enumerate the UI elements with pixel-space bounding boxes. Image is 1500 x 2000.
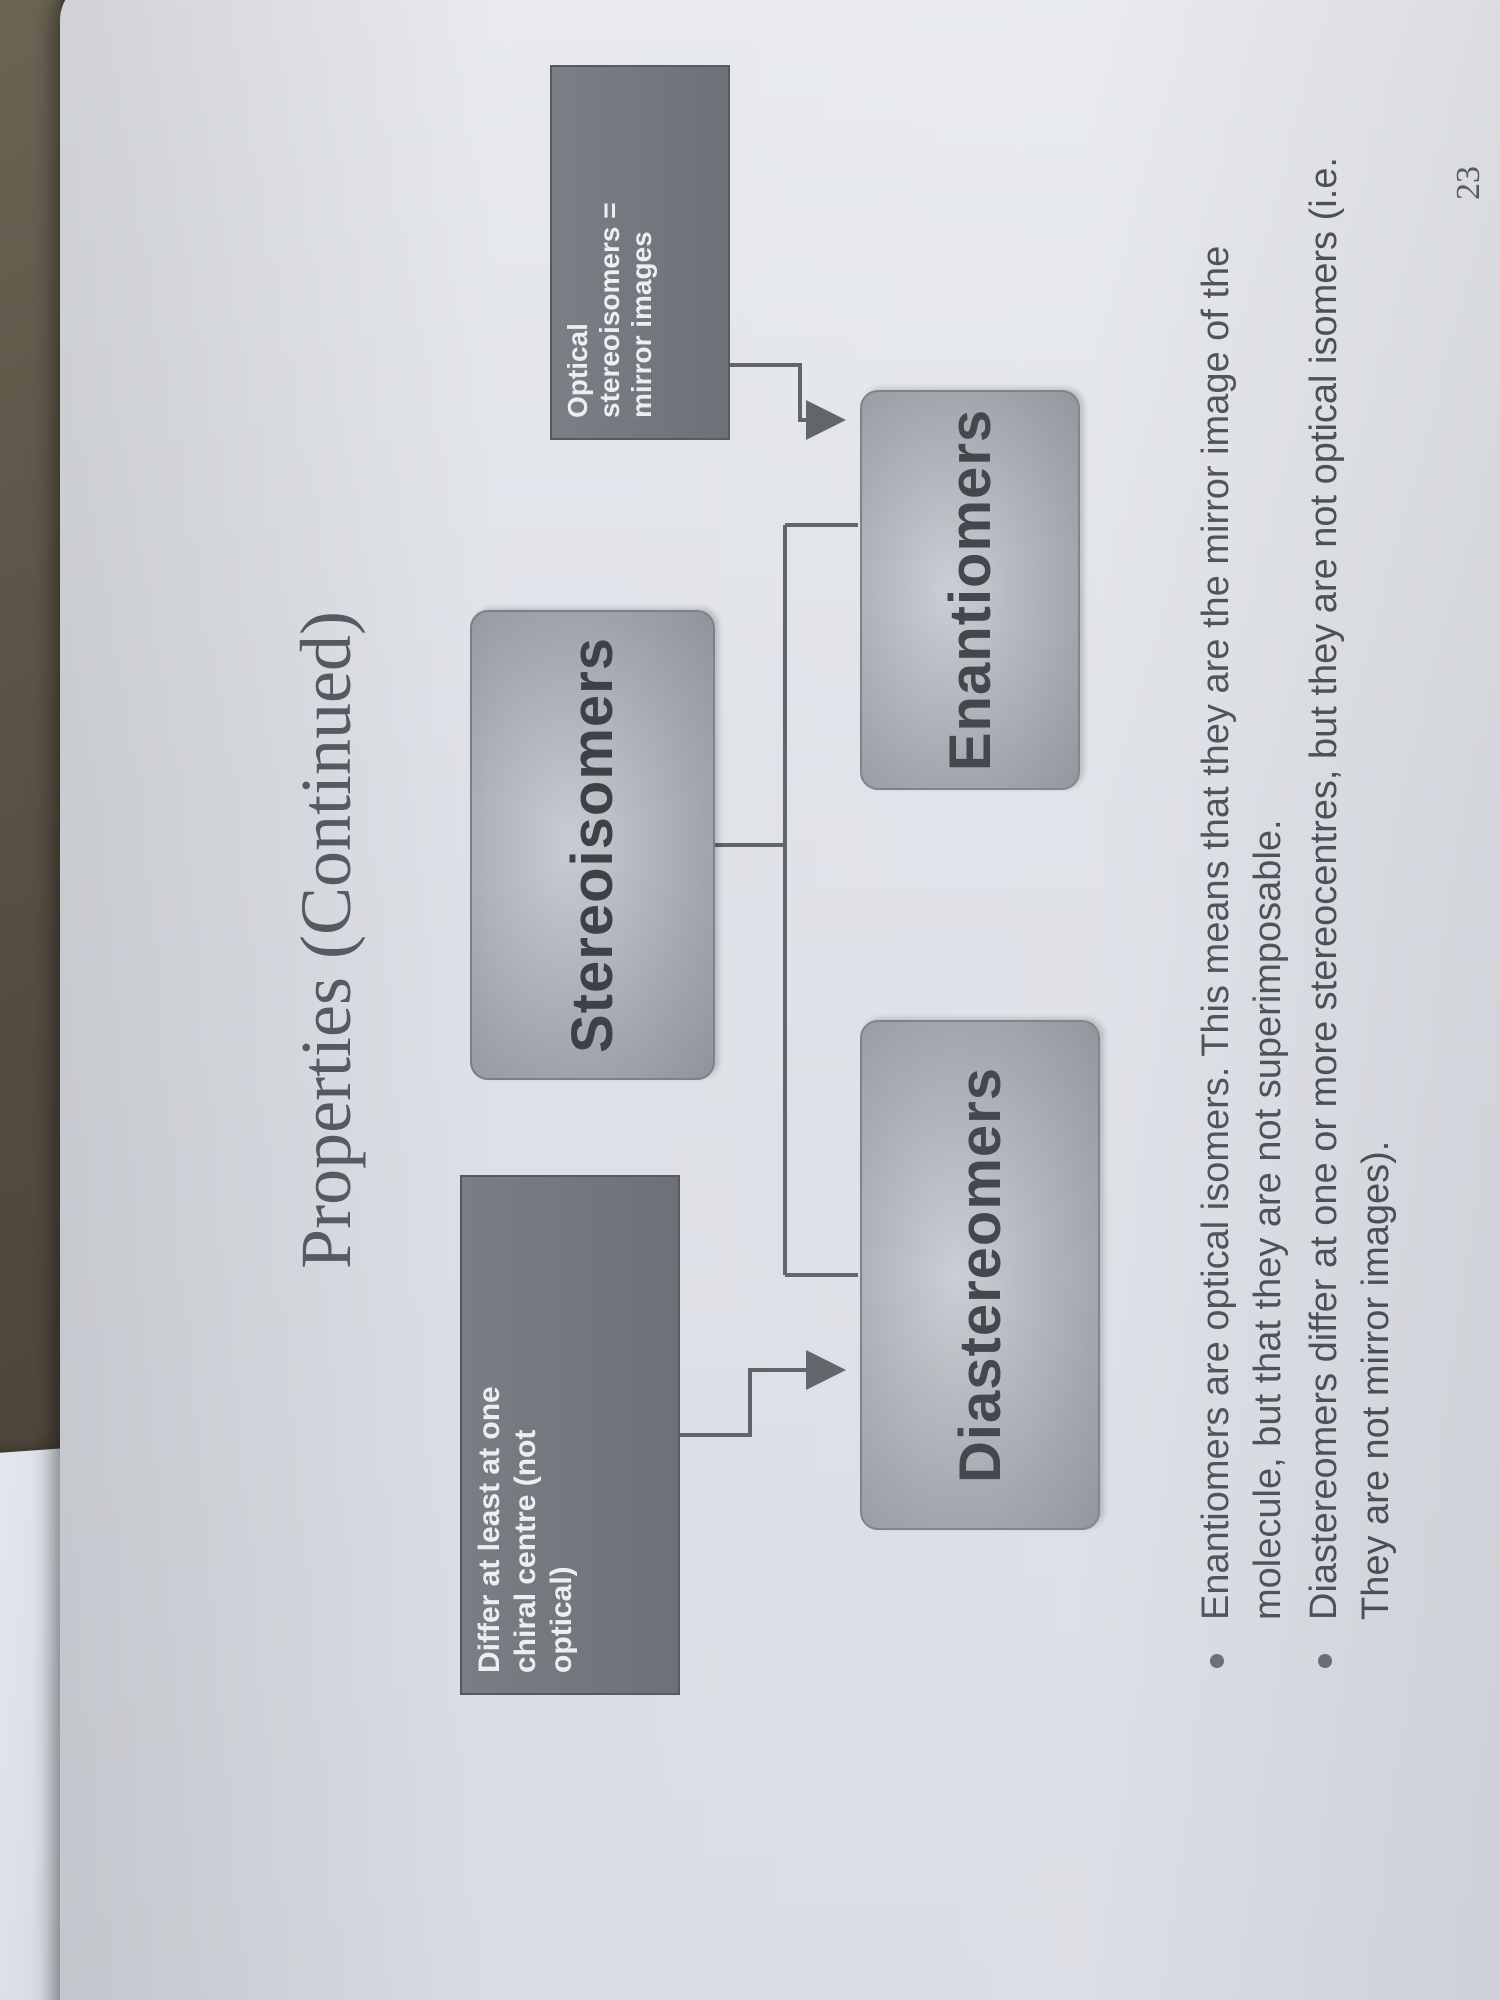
rotated-slide: Properties (Continued) Differ at least a… [60,0,1500,1980]
bullet-item: Enantiomers are optical isomers. This me… [1190,120,1294,1680]
node-diastereomers: Diastereomers [860,1020,1100,1530]
page-number: 23 [1450,166,1487,200]
note-chiral-centre: Differ at least at one chiral centre (no… [460,1175,680,1695]
arrow-chiral-to-diastereomers [680,1350,846,1437]
bullet-dot-icon [1210,1654,1224,1668]
printed-sheet: Properties (Continued) Differ at least a… [60,0,1500,2000]
arrow-optical-to-enantiomers [730,363,846,440]
bullet-dot-icon [1318,1654,1332,1668]
diagram-connectors [680,363,858,1437]
bullet-text: Diastereomers differ at one or more ster… [1303,157,1397,1620]
node-enantiomers: Enantiomers [860,390,1080,790]
node-stereoisomers: Stereoisomers [470,610,715,1080]
bullet-text: Enantiomers are optical isomers. This me… [1195,245,1289,1620]
bullet-list: Enantiomers are optical isomers. This me… [1190,120,1406,1680]
note-optical-stereoisomers: Optical stereoisomers = mirror images [550,65,730,440]
bullet-item: Diastereomers differ at one or more ster… [1298,120,1402,1680]
